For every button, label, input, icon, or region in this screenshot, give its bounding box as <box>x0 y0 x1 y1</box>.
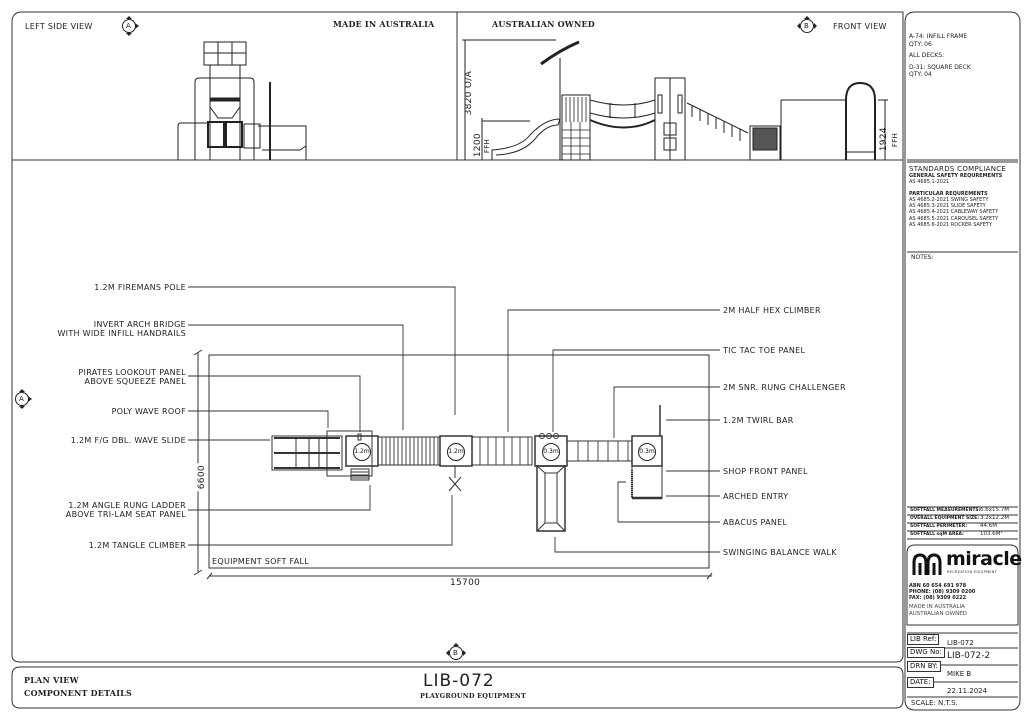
drn-by-label: DRN BY: <box>907 661 941 672</box>
deck-height-badge: 1.2m <box>447 443 465 461</box>
softfall-row-value: 6.6x15.7M <box>980 507 1009 513</box>
left-side-view-title: LEFT SIDE VIEW <box>25 22 93 31</box>
softfall-row-value: 3.2x12.2M <box>980 515 1009 521</box>
leader-lines <box>188 286 720 553</box>
softfall-row-label: SOFTFALL sqM AREA: <box>910 532 964 537</box>
callout-poly-wave-roof: POLY WAVE ROOF <box>111 407 186 416</box>
leader-line <box>617 481 720 523</box>
callout-tangle-climber: 1.2M TANGLE CLIMBER <box>88 541 186 550</box>
deck-height-badge: 0.3m <box>638 443 656 461</box>
view-marker-b[interactable]: B <box>796 16 818 36</box>
parts-list: A-74: INFILL FRAME QTY: 06 ALL DECKS: D-… <box>909 33 971 78</box>
plan-drawing <box>193 349 713 580</box>
standards-heading: STANDARDS COMPLIANCE <box>909 165 1007 173</box>
notes-label: NOTES: <box>911 254 934 261</box>
leader-line <box>188 375 361 432</box>
ffh-left-unit: FFH <box>483 138 492 154</box>
leader-line <box>188 324 404 430</box>
drawing-code: LIB-072 <box>423 671 495 691</box>
plan-marker-b[interactable]: B <box>445 643 467 663</box>
sidebar-frame <box>904 11 1021 711</box>
softfall-row-label: SOFTFALL MEASUREMENTS: <box>910 508 981 513</box>
main-frame <box>11 11 904 663</box>
left-side-elevation <box>177 41 307 160</box>
softfall-boundary <box>208 354 710 569</box>
front-view-title: FRONT VIEW <box>833 22 887 31</box>
company-logo: miracle RECREATION EQUIPMENT <box>912 548 1022 579</box>
ffh-right-unit: FFH <box>891 132 900 148</box>
width-dimension: 15700 <box>446 578 485 589</box>
callout-wave-slide: 1.2M F/G DBL. WAVE SLIDE <box>70 436 186 445</box>
callout-tic-tac-toe: TIC TAC TOE PANEL <box>723 346 806 355</box>
tic-tac-toe-knob <box>546 433 552 439</box>
date-label: DATE: <box>907 677 934 688</box>
softfall-row-label: OVERALL EQUIPMENT SIZE: <box>910 516 980 521</box>
drn-by-value: MIKE B <box>947 670 972 678</box>
company-origin: MADE IN AUSTRALIA AUSTRALIAN OWNED <box>909 604 967 618</box>
lib-ref-label: LIB Ref: <box>907 634 940 645</box>
leader-line <box>552 349 720 432</box>
ffh-right-value: 1924 <box>878 127 889 152</box>
callout-balance-walk: SWINGING BALANCE WALK <box>723 548 837 557</box>
callout-rung-challenger: 2M SNR. RUNG CHALLENGER <box>723 383 846 392</box>
deck-height-badge: 1.2m <box>353 443 371 461</box>
callout-shop-front: SHOP FRONT PANEL <box>723 467 808 476</box>
dwg-no-value: LIB-072-2 <box>947 651 991 661</box>
leader-line <box>188 286 456 415</box>
title-plan-view: PLAN VIEW <box>24 675 79 685</box>
callout-abacus-panel: ABACUS PANEL <box>723 518 788 527</box>
callout-firemans-pole: 1.2M FIREMANS POLE <box>94 283 186 292</box>
drawing-subtitle: PLAYGROUND EQUIPMENT <box>420 692 527 700</box>
title-component-details: COMPONENT DETAILS <box>24 688 132 698</box>
softfall-row-label: SOFTFALL PERIMETER: <box>910 524 968 529</box>
height-dimension: 6600 <box>196 463 208 492</box>
plan-marker-a[interactable]: A <box>12 389 34 409</box>
leader-line <box>613 386 720 438</box>
title-bar-frame <box>11 666 904 709</box>
overall-height-dim: 3820 O/A <box>464 70 475 116</box>
logo-text: miracle <box>946 548 1022 570</box>
standards-section: STANDARDS COMPLIANCE GENERAL SAFETY REQU… <box>909 165 1007 228</box>
ffh-left-value: 1200 <box>472 133 483 158</box>
dwg-no-label: DWG No: <box>907 647 945 658</box>
made-in-australia-note: MADE IN AUSTRALIA <box>333 19 435 29</box>
leader-line <box>507 309 720 432</box>
callout-arched-entry: ARCHED ENTRY <box>723 492 789 501</box>
softfall-row-value: 44.6M <box>980 523 997 529</box>
logo-mark-icon <box>912 553 942 575</box>
callout-half-hex-climber: 2M HALF HEX CLIMBER <box>723 306 821 315</box>
deck-height-badge: 0.3m <box>542 443 560 461</box>
leader-line <box>188 495 453 546</box>
scale-value: SCALE: N.T.S. <box>911 699 958 707</box>
front-elevation <box>462 39 888 161</box>
softfall-row-value: 103.6M² <box>980 531 1003 537</box>
logo-subtext: RECREATION EQUIPMENT <box>947 570 998 574</box>
australian-owned-note: AUSTRALIAN OWNED <box>492 19 595 29</box>
softfall-label: EQUIPMENT SOFT FALL <box>212 557 309 566</box>
lib-ref-value: LIB-072 <box>947 639 974 647</box>
callout-twirl-bar: 1.2M TWIRL BAR <box>723 416 794 425</box>
leader-line <box>554 537 720 553</box>
view-marker-a[interactable]: A <box>119 16 141 36</box>
tic-tac-toe-knob <box>539 433 545 439</box>
tic-tac-toe-knob <box>553 433 559 439</box>
leader-line <box>188 410 329 428</box>
date-value: 22.11.2024 <box>947 687 988 695</box>
company-contact: ABN 60 654 691 978 PHONE: (08) 9309 0200… <box>909 583 976 601</box>
leader-line <box>188 485 371 511</box>
